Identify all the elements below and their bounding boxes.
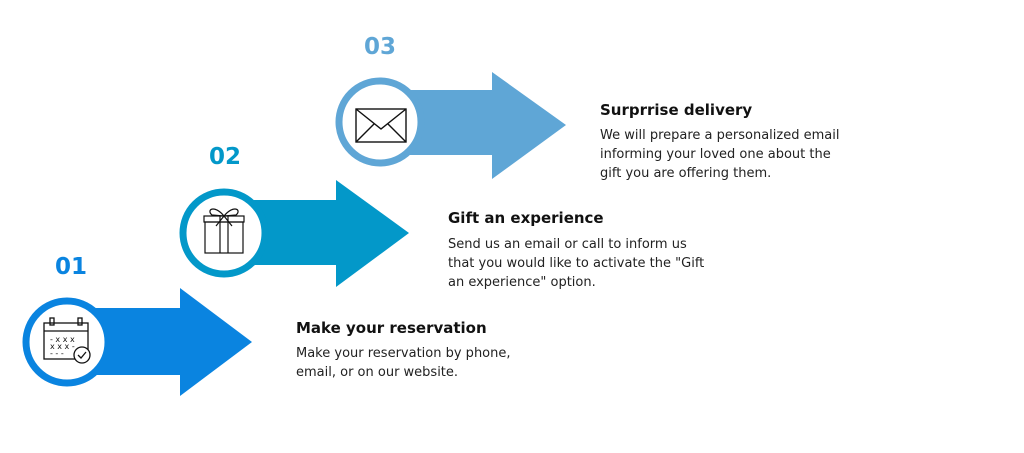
step-1-arrow: [22, 288, 252, 396]
step-2-arrow: [179, 180, 409, 287]
step-3-title: Surprrise delivery: [600, 101, 753, 119]
svg-text:- - -: - - -: [50, 349, 64, 358]
gift-icon: [203, 208, 245, 254]
calendar-check-icon: - x x x x x x - - - -: [43, 317, 91, 364]
step-2-description: Send us an email or call to inform us th…: [448, 237, 705, 290]
step-2-number: 02: [209, 144, 242, 170]
step-1-title: Make your reservation: [296, 319, 487, 337]
step-3-description: We will prepare a personalized email inf…: [600, 128, 840, 181]
envelope-icon: [355, 108, 407, 143]
svg-text:x x x -: x x x -: [50, 342, 75, 351]
step-2-title: Gift an experience: [448, 209, 604, 227]
step-3-number: 03: [364, 34, 397, 60]
svg-text:- x x x: - x x x: [50, 335, 75, 344]
step-1-description: Make your reservation by phone, email, o…: [296, 346, 511, 380]
step-1-number: 01: [55, 254, 88, 280]
